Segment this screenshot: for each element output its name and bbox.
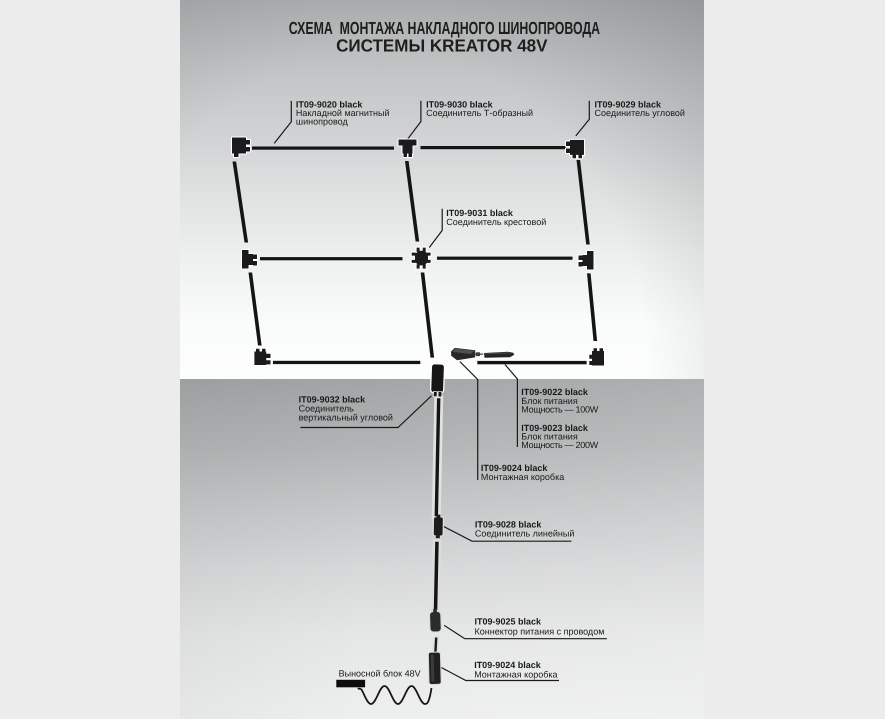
- svg-text:Накладной магнитный: Накладной магнитный: [296, 108, 390, 118]
- svg-text:Монтажная коробка: Монтажная коробка: [481, 472, 564, 482]
- svg-text:СХЕМА МОНТАЖА НАКЛАДНОГО ШИНО: СХЕМА МОНТАЖА НАКЛАДНОГО ШИНОПРОВОДА: [289, 18, 601, 38]
- svg-text:Монтажная коробка: Монтажная коробка: [474, 670, 557, 680]
- svg-text:вертикальный угловой: вертикальный угловой: [299, 413, 393, 423]
- svg-text:Соединитель крестовой: Соединитель крестовой: [446, 217, 546, 227]
- svg-text:Выносной блок 48V: Выносной блок 48V: [339, 669, 421, 679]
- svg-text:Блок питания: Блок питания: [521, 396, 578, 406]
- svg-text:Соединитель угловой: Соединитель угловой: [595, 108, 685, 118]
- svg-text:IT09-9028 black: IT09-9028 black: [475, 519, 543, 529]
- svg-text:IT09-9029 black: IT09-9029 black: [595, 99, 663, 109]
- svg-text:Соединитель: Соединитель: [299, 403, 355, 413]
- svg-text:IT09-9031 black: IT09-9031 black: [446, 208, 514, 218]
- svg-text:СИСТЕМЫ KREATOR 48V: СИСТЕМЫ KREATOR 48V: [336, 36, 548, 56]
- svg-text:Соединитель Т-образный: Соединитель Т-образный: [426, 108, 533, 118]
- svg-text:шинопровод: шинопровод: [296, 117, 349, 127]
- svg-text:IT09-9024 black: IT09-9024 black: [474, 660, 542, 670]
- svg-text:IT09-9020 black: IT09-9020 black: [296, 99, 364, 109]
- svg-text:IT09-9032 black: IT09-9032 black: [299, 394, 367, 404]
- svg-text:Блок питания: Блок питания: [521, 431, 578, 441]
- svg-text:Соединитель линейный: Соединитель линейный: [475, 529, 575, 539]
- svg-text:IT09-9030 black: IT09-9030 black: [426, 99, 494, 109]
- svg-text:Мощность — 100W: Мощность — 100W: [521, 405, 598, 415]
- svg-text:IT09-9023 black: IT09-9023 black: [521, 423, 589, 433]
- svg-text:Мощность — 200W: Мощность — 200W: [521, 440, 598, 450]
- svg-text:IT09-9022 black: IT09-9022 black: [521, 387, 589, 397]
- svg-text:Коннектор питания с проводом: Коннектор питания с проводом: [475, 626, 605, 636]
- svg-text:IT09-9024 black: IT09-9024 black: [481, 463, 549, 473]
- svg-text:IT09-9025 black: IT09-9025 black: [475, 617, 543, 627]
